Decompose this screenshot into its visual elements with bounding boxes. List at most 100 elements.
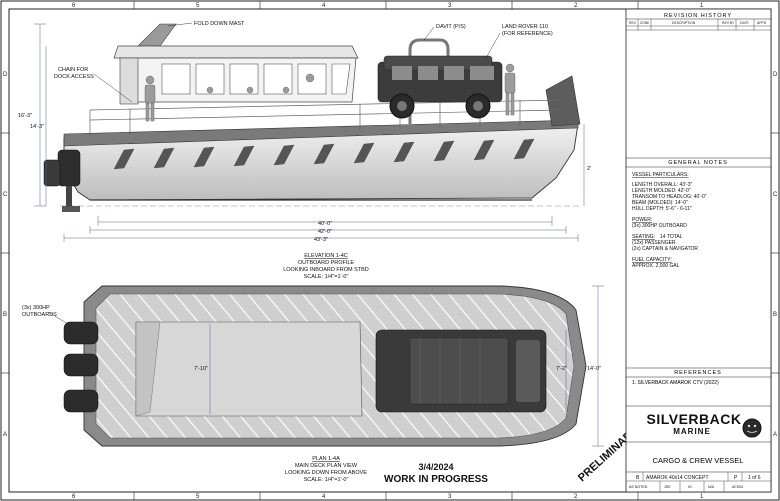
logo-line2: MARINE [673,427,711,436]
label-outboards-1: (3x) 300HP [22,305,50,311]
svg-text:APPROX. 2,000 GAL: APPROX. 2,000 GAL [632,263,680,269]
plan-cabin-top [135,321,363,417]
stamp-date: 3/4/2024 [418,462,453,472]
svg-text:APPD: APPD [757,21,767,25]
dim-beam: 14'-0" [587,366,601,372]
elevation-caption-line1: OUTBOARD PROFILE [298,260,355,266]
title-block: REVISION HISTORY REV ZONE DESCRIPTION RE… [625,8,772,493]
plan-caption-line2: LOOKING DOWN FROM ABOVE [285,470,367,476]
svg-text:#CS04: #CS04 [732,485,743,489]
svg-text:DESCRIPTION: DESCRIPTION [672,21,696,25]
svg-text:LENGTH MOLDED: 42'-0": LENGTH MOLDED: 42'-0" [632,188,691,194]
label-chain-2: DOCK ACCESS [54,74,94,80]
drawing-rev: P [734,475,738,481]
sheet-size: B [636,475,640,481]
plan-caption-line1: MAIN DECK PLAN VIEW [295,463,358,469]
label-outboards-2: OUTBOARDS [22,312,57,318]
status-stamp: 3/4/2024 WORK IN PROGRESS [384,462,488,485]
svg-text:B: B [773,312,777,318]
aft-bulkhead [119,57,139,105]
hull-sheer-band [63,119,579,147]
svg-text:B: B [3,312,7,318]
plan-caption-line3: SCALE: 1/4"=1'-0" [304,477,349,483]
svg-text:N/A: N/A [708,485,715,489]
fold-down-mast [137,23,177,47]
svg-text:BEAM (MOLDED): 14'-0": BEAM (MOLDED): 14'-0" [632,200,688,206]
svg-text:LENGTH OVERALL: 43'-3": LENGTH OVERALL: 43'-3" [632,182,692,188]
dim-cabin-width: 7'-10" [194,366,208,372]
zone-col-1: 1 [700,3,704,9]
zone-labels-bottom: 6 5 4 3 2 1 [72,494,704,500]
dim-draft: 2' [587,166,591,172]
svg-text:A: A [3,432,7,438]
crew-figures [144,63,516,122]
sheet-number: 1 of 6 [748,475,761,481]
svg-text:(3x) 300HP OUTBOARD: (3x) 300HP OUTBOARD [632,223,687,229]
label-land-rover-1: LAND ROVER 110 [502,24,548,30]
elevation-horizontal-dims [63,216,579,242]
svg-text:ZONE: ZONE [640,21,650,25]
zone-col-4: 4 [322,3,326,9]
svg-text:A: A [773,432,777,438]
label-land-rover-2: (FOR REFERENCE) [502,31,553,37]
svg-text:(2x) CAPTAIN & NAVIGATOR: (2x) CAPTAIN & NAVIGATOR [632,246,698,252]
elevation-vertical-dims [34,23,585,207]
svg-text:REV: REV [629,21,637,25]
outboard-engines-profile [43,149,81,212]
svg-text:14 TOTAL: 14 TOTAL [660,234,683,240]
svg-text:4: 4 [322,494,326,500]
davit [408,38,450,124]
note-heading-power: POWER: [632,217,652,223]
zone-col-5: 5 [196,3,200,9]
zone-labels-left: D C B A [3,72,8,438]
zone-col-3: 3 [448,3,452,9]
zone-labels-top: 6 5 4 3 2 1 [72,3,704,9]
revision-history-header: REVISION HISTORY [664,13,732,19]
zone-labels-right: D C B A [773,72,778,438]
label-davit: DAVIT (P/S) [436,24,466,30]
svg-text:3: 3 [448,494,452,500]
reference-item: 1. SILVERBACK AMAROK CTV (2022) [632,380,719,386]
elevation-caption-line2: LOOKING INBOARD FROM STBD [283,267,369,273]
svg-text:REV BY: REV BY [722,21,735,25]
bow-structure [545,75,581,127]
dim-vehicle-width: 7'-2" [556,366,567,372]
logo-line1: SILVERBACK [647,411,742,427]
drawing-name: AMAROK 40x14 CONCEPT [646,475,709,481]
label-fold-down-mast: FOLD DOWN MAST [194,21,245,27]
svg-text:1: 1 [700,494,704,500]
svg-text:AS NOTED: AS NOTED [629,485,648,489]
references-header: REFERENCES [674,370,722,376]
cabin-roof [113,45,359,59]
zone-col-6: 6 [72,3,76,9]
elevation-view: FOLD DOWN MAST DAVIT (P/S) LAND ROVER 11… [18,21,591,280]
svg-text:C: C [3,192,8,198]
dim-height-overall: 16'-3" [18,113,32,119]
svg-text:6: 6 [72,494,76,500]
note-heading-particulars: VESSEL PARTICULARS: [632,172,689,178]
dim-length-overall: 43'-3" [314,237,328,243]
svg-text:JSE: JSE [664,485,671,489]
general-notes: VESSEL PARTICULARS: LENGTH OVERALL: 43'-… [632,172,707,269]
dim-transom-to-headlog: 40'-0" [318,221,332,227]
svg-text:HULL DEPTH: 5'-6" - 6-11": HULL DEPTH: 5'-6" - 6-11" [632,206,692,212]
drawing-title: CARGO & CREW VESSEL [653,456,744,465]
zone-col-2: 2 [574,3,578,9]
elevation-caption-title: ELEVATION 1-4C [304,253,348,259]
svg-text:D: D [773,72,778,78]
hull-side-ports [113,138,535,170]
stamp-status: WORK IN PROGRESS [384,474,488,485]
plan-dims [209,285,604,447]
plan-vehicle [375,329,547,413]
plan-outboard-engines [63,321,99,413]
cabin-windows [161,63,351,95]
general-notes-header: GENERAL NOTES [668,160,728,166]
svg-text:TRANSOM TO HEADLOG: 40'-0": TRANSOM TO HEADLOG: 40'-0" [632,194,707,200]
svg-text:2: 2 [574,494,578,500]
dim-length-molded: 42'-0" [318,229,332,235]
svg-text:5: 5 [196,494,200,500]
revision-columns: REV ZONE DESCRIPTION REV BY DATE APPD [629,21,767,25]
